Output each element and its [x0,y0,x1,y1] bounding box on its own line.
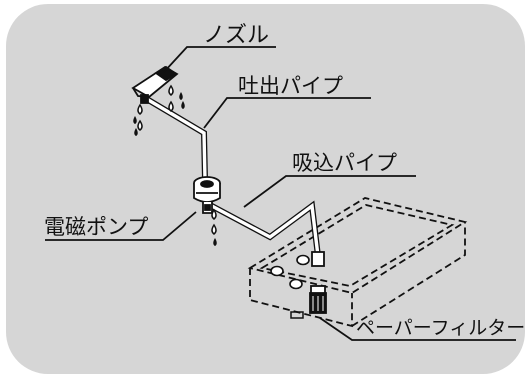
paper-filter [309,251,327,314]
drop [137,119,143,131]
label-pump: 電磁ポンプ [44,215,148,239]
drop [137,103,143,115]
label-suction-pipe: 吸込パイプ [292,151,397,175]
tank [247,197,468,328]
leader-nozzle [163,46,276,73]
tank-rim [259,204,455,287]
tank-bump [289,278,303,290]
nozzle [131,65,179,104]
drop [211,223,217,235]
label-nozzle: ノズル [203,23,269,48]
drop [168,100,174,112]
leader-lines [45,46,516,341]
label-discharge-pipe: 吐出パイプ [238,74,343,98]
drops [137,84,217,235]
drop [168,84,174,96]
background-panel [6,4,525,374]
drop [133,116,137,124]
drop [179,92,183,100]
tank-slot [290,311,304,319]
drops-solid [133,92,217,246]
tank-bump [296,254,310,266]
electromagnetic-pump [193,176,221,214]
drop [134,128,138,136]
leader-pump [45,211,197,241]
tank-right [351,222,466,327]
leader-discharge-pipe [203,97,371,129]
drop [181,101,185,109]
leader-suction-pipe [243,175,416,208]
tank-bump [270,265,284,277]
drop [211,208,217,220]
tank-front [249,268,353,328]
tank-bumps [270,254,310,290]
drop [213,238,217,246]
label-filter: ペーパーフィルター [356,317,525,339]
leader-filter [319,317,516,341]
